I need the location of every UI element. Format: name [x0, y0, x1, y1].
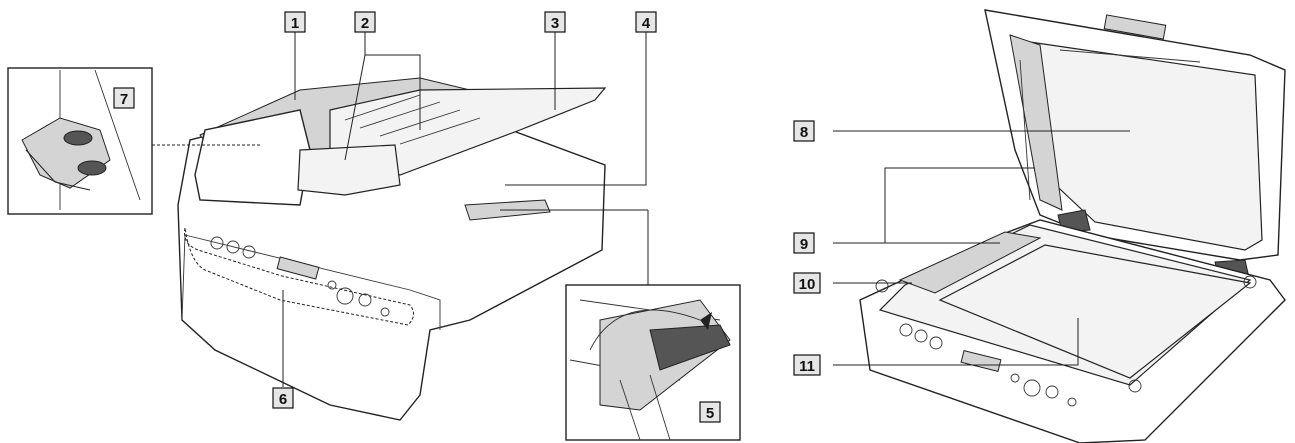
- right-control-panel-buttons: [899, 323, 1077, 407]
- left-control-panel-buttons: [210, 236, 390, 317]
- callout-2: 2: [354, 11, 376, 33]
- svg-text:7: 7: [120, 91, 128, 108]
- callout-7: 7: [113, 87, 135, 109]
- svg-text:9: 9: [800, 236, 808, 253]
- callout-8: 8: [793, 120, 815, 142]
- callout-5: 5: [699, 401, 721, 423]
- callout-9: 9: [793, 232, 815, 254]
- callout-6: 6: [272, 387, 294, 409]
- leader-lines-left: [152, 32, 649, 387]
- svg-text:10: 10: [799, 276, 816, 293]
- svg-text:2: 2: [361, 15, 369, 32]
- svg-text:4: 4: [642, 15, 651, 32]
- svg-text:5: 5: [706, 405, 714, 422]
- callout-10: 10: [793, 272, 821, 294]
- scanner-open-illustration: [859, 9, 1286, 443]
- leader-lines-right: [833, 130, 1130, 366]
- svg-text:11: 11: [799, 358, 815, 375]
- svg-text:8: 8: [800, 124, 808, 141]
- callout-4: 4: [635, 11, 657, 33]
- svg-text:3: 3: [551, 15, 559, 32]
- svg-text:1: 1: [291, 15, 299, 32]
- callout-1: 1: [284, 11, 306, 33]
- callout-3: 3: [544, 11, 566, 33]
- scanner-closed-illustration: [177, 77, 607, 421]
- callout-11: 11: [793, 354, 821, 376]
- svg-text:6: 6: [279, 391, 287, 408]
